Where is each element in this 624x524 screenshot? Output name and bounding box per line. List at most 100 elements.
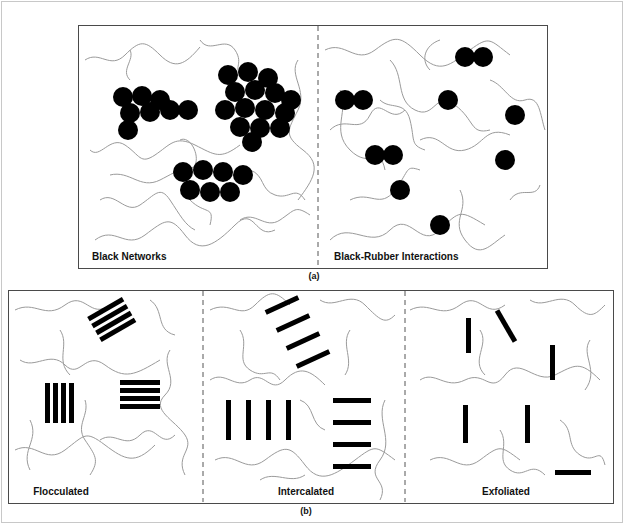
- carbon-black-particle: [365, 145, 385, 165]
- carbon-black-particle: [118, 120, 138, 140]
- polymer-chain: [289, 60, 314, 200]
- polymer-chain: [350, 168, 420, 200]
- clay-platelet: [276, 313, 311, 333]
- polymer-chain: [240, 210, 310, 223]
- clay-platelet: [120, 388, 160, 393]
- polymer-chain: [430, 449, 520, 465]
- polymer-chain: [459, 190, 505, 250]
- clay-platelet: [286, 331, 321, 351]
- polymer-chain: [479, 330, 485, 375]
- panel-label: Intercalated: [277, 486, 335, 498]
- carbon-black-particle: [455, 47, 475, 67]
- polymer-chain: [510, 185, 540, 200]
- panel-divider: [405, 291, 406, 502]
- clay-platelet: [53, 383, 58, 423]
- carbon-black-particle: [473, 47, 493, 67]
- clay-platelet: [120, 380, 160, 385]
- panel-divider: [318, 26, 319, 268]
- polymer-chain: [250, 170, 305, 200]
- carbon-black-particle: [383, 145, 403, 165]
- panel-label: Black Networks: [91, 251, 167, 263]
- clay-platelet: [61, 383, 66, 423]
- polymer-chain: [410, 301, 505, 311]
- polymer-chain: [81, 400, 95, 475]
- clay-platelet: [555, 470, 591, 475]
- clay-platelet: [333, 464, 371, 469]
- clay-platelet: [45, 295, 591, 475]
- carbon-black-particle: [173, 162, 193, 182]
- polymer-chain: [160, 350, 188, 475]
- panel-caption: (b): [299, 506, 313, 516]
- polymer-chain: [325, 39, 510, 66]
- carbon-black-particle: [193, 160, 213, 180]
- clay-platelet: [69, 383, 74, 423]
- clay-platelet: [286, 400, 291, 440]
- polymer-chain: [420, 366, 600, 383]
- clay-platelet: [265, 295, 300, 315]
- polymer-chain: [490, 80, 545, 130]
- clay-platelet: [466, 318, 471, 353]
- polymer-chain: [90, 141, 240, 159]
- carbon-black-particle: [160, 100, 180, 120]
- clay-platelet: [495, 309, 517, 343]
- carbon-black-particle: [335, 90, 355, 110]
- polymer-chain: [150, 300, 175, 335]
- polymer-chain: [300, 400, 325, 430]
- polymer-chain: [500, 430, 545, 475]
- carbon-black-particle: [438, 90, 458, 110]
- carbon-black-particle: [255, 100, 275, 120]
- polymer-chain: [330, 214, 485, 240]
- polymer-chain: [27, 420, 33, 470]
- panel-label: Black-Rubber Interactions: [333, 251, 459, 263]
- clay-platelet: [266, 400, 271, 440]
- panel-divider: [203, 26, 405, 502]
- polymer-chain: [15, 301, 110, 311]
- polymer-chain: [215, 449, 395, 476]
- polymer-chain: [15, 39, 605, 500]
- carbon-black-particle: [270, 118, 290, 138]
- polymer-chain: [425, 40, 440, 70]
- clay-platelet: [463, 405, 468, 443]
- clay-platelet: [99, 318, 136, 342]
- carbon-black-particle: [220, 182, 240, 202]
- polymer-chain: [95, 219, 275, 246]
- clay-platelet: [296, 349, 331, 369]
- polymer-chain: [560, 420, 605, 465]
- figure-panel: Black NetworksBlack-Rubber Interactions(…: [78, 25, 548, 269]
- polymer-chain: [380, 100, 425, 150]
- polymer-chain: [85, 44, 200, 64]
- carbon-black-particle: [120, 103, 140, 123]
- panel-label: Flocculated: [32, 486, 90, 498]
- polymer-chain: [375, 400, 386, 500]
- panel-caption: (a): [308, 271, 321, 281]
- polymer-chain: [20, 359, 160, 374]
- clay-platelet: [333, 420, 371, 425]
- clay-platelet: [45, 383, 50, 423]
- polymer-chain: [420, 132, 510, 150]
- clay-platelet: [333, 398, 371, 403]
- clay-platelet: [525, 405, 530, 443]
- carbon-black-particle: [238, 62, 258, 82]
- carbon-black-particle: [200, 182, 220, 202]
- polymer-chain: [60, 330, 70, 375]
- carbon-black-particle: [235, 98, 255, 118]
- polymer-chain: [585, 340, 591, 390]
- carbon-black-particle: [215, 100, 235, 120]
- carbon-black-particle: [430, 215, 450, 235]
- polymer-chain: [260, 475, 305, 480]
- carbon-black-particle: [180, 180, 200, 200]
- carbon-black-particle: [353, 90, 373, 110]
- carbon-black-particle: [140, 102, 160, 122]
- panel-label: Exfoliated: [481, 486, 531, 498]
- polymer-chain: [390, 60, 490, 131]
- polymer-chain: [100, 192, 195, 230]
- carbon-black-particle: [113, 47, 525, 235]
- carbon-black-particle: [505, 105, 525, 125]
- clay-platelet: [246, 400, 251, 440]
- clay-platelet: [226, 400, 231, 440]
- polymer-chain: [320, 299, 395, 320]
